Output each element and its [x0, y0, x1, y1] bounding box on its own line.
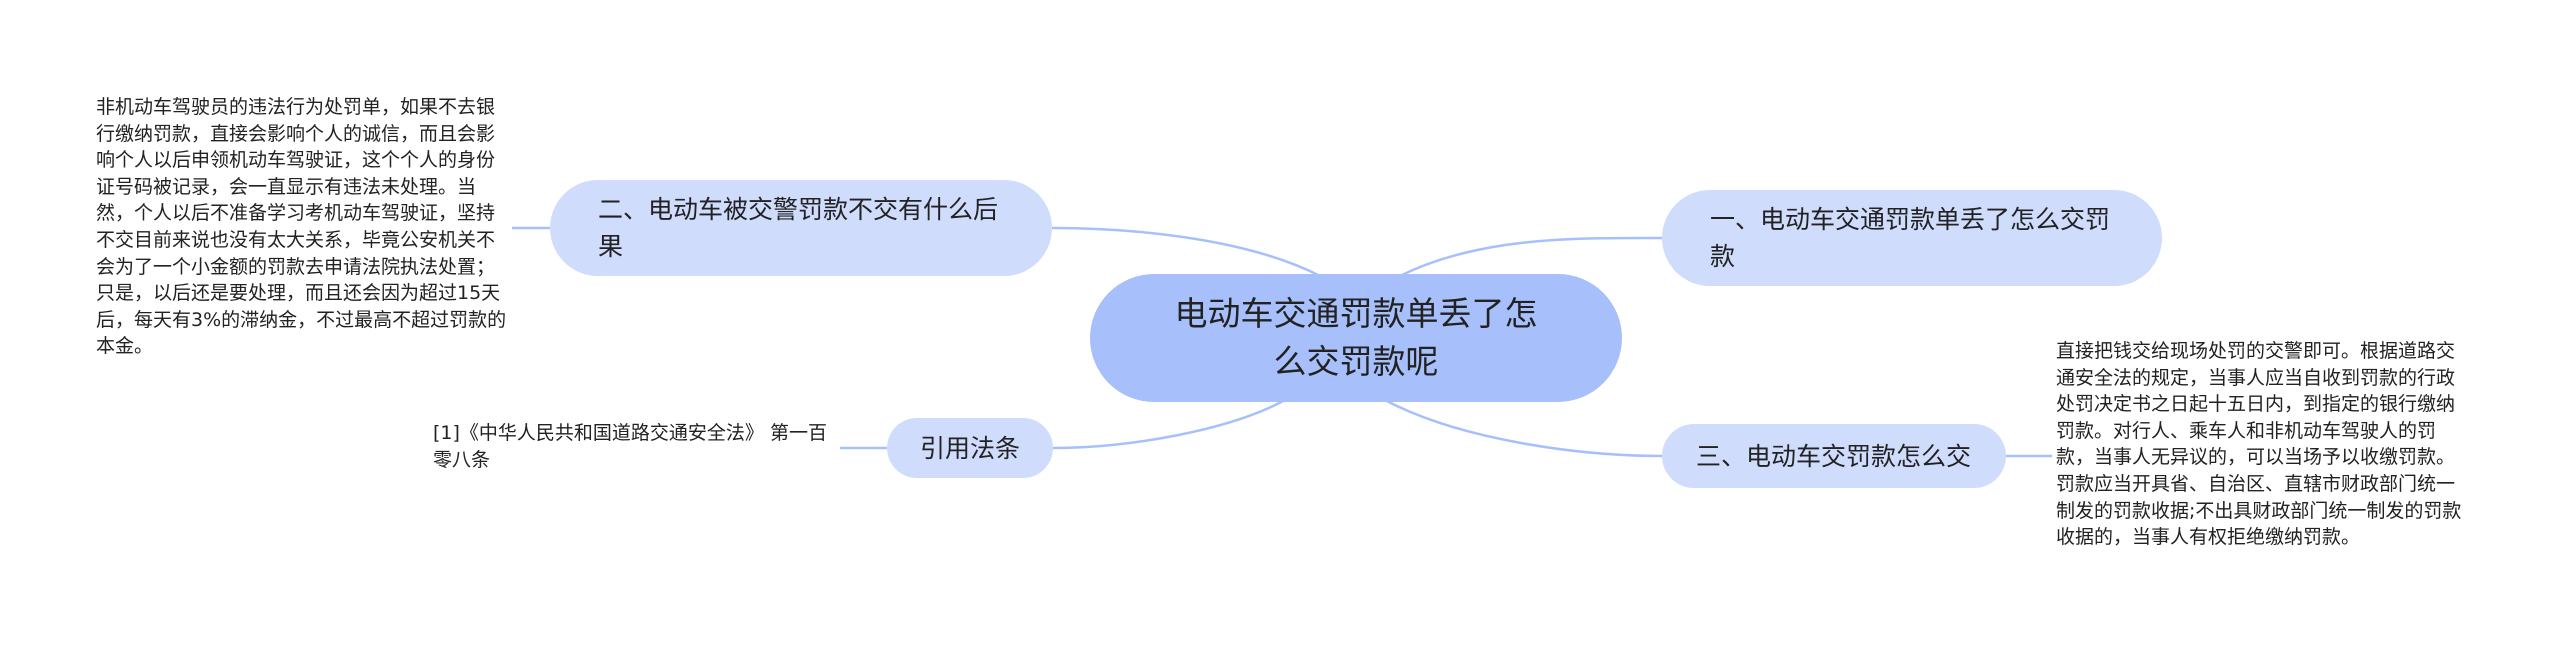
- link-root-b1: [1399, 236, 1663, 278]
- branch-label: 三、电动车交罚款怎么交: [1696, 441, 1972, 471]
- branch-label: 二、电动车被交警罚款不交有什么后果: [598, 195, 999, 261]
- link-root-b3: [1384, 398, 1663, 458]
- branch-how-to-pay[interactable]: 三、电动车交罚款怎么交: [1662, 424, 2006, 488]
- leaf-law-citation-text: [1]《中华人民共和国道路交通安全法》 第一百零八条: [433, 422, 827, 471]
- link-root-b2: [1051, 226, 1321, 278]
- root-topic-label: 电动车交通罚款单丢了怎么交罚款呢: [1174, 294, 1538, 381]
- branch-lost-ticket-payment[interactable]: 一、电动车交通罚款单丢了怎么交罚款: [1662, 190, 2162, 286]
- branch-cited-law[interactable]: 引用法条: [887, 418, 1053, 478]
- link-root-b4: [1052, 398, 1286, 450]
- branch-label: 引用法条: [919, 433, 1020, 463]
- leaf-payment-method-text: 直接把钱交给现场处罚的交警即可。根据道路交通安全法的规定，当事人应当自收到罚款的…: [2056, 340, 2462, 549]
- leaf-consequences-text: 非机动车驾驶员的违法行为处罚单，如果不去银行缴纳罚款，直接会影响个人的诚信，而且…: [96, 96, 507, 358]
- branch-label: 一、电动车交通罚款单丢了怎么交罚款: [1710, 205, 2111, 271]
- root-topic[interactable]: 电动车交通罚款单丢了怎么交罚款呢: [1090, 274, 1622, 402]
- branch-consequences-unpaid[interactable]: 二、电动车被交警罚款不交有什么后果: [550, 180, 1052, 276]
